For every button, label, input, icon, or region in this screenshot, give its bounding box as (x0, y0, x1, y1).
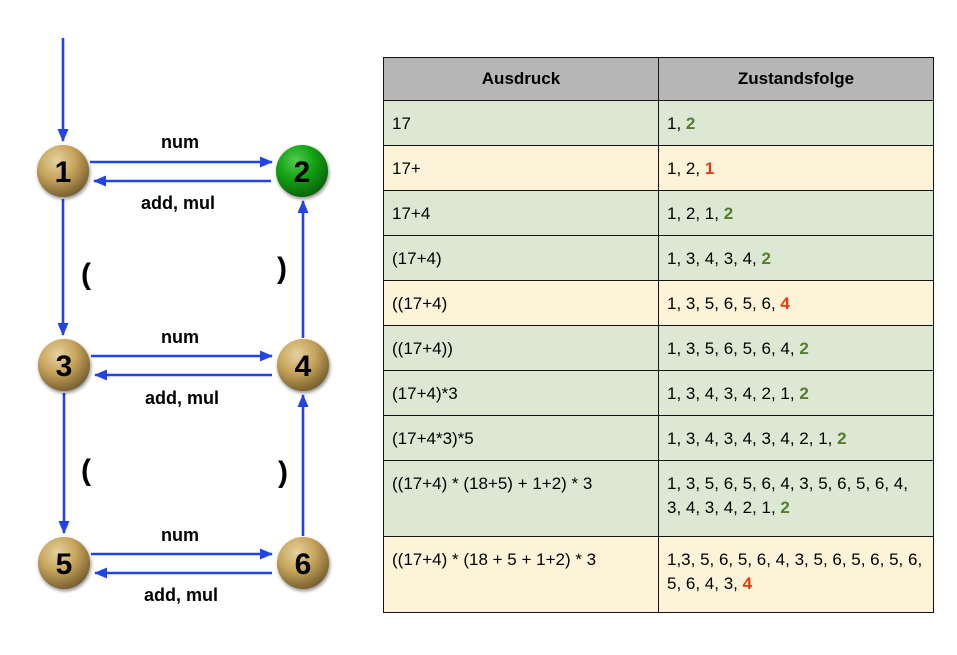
header-ausdruck: Ausdruck (383, 57, 659, 101)
edge-label-num-bottom: num (161, 525, 199, 545)
state-sequence-cell: 1, 2, 1, 2 (658, 190, 934, 236)
state-node-5 (38, 537, 90, 589)
expression-cell: 17 (383, 100, 659, 146)
state-label-2: 2 (294, 156, 311, 189)
state-node-6 (277, 537, 329, 589)
expression-cell: ((17+4) * (18 + 5 + 1+2) * 3 (383, 536, 659, 613)
sequence-prefix: 1, 3, 5, 6, 5, 6, (667, 294, 781, 313)
table-row: ((17+4))1, 3, 5, 6, 5, 6, 4, 2 (383, 325, 934, 371)
sequence-prefix: 1, 3, 4, 3, 4, 3, 4, 2, 1, (667, 429, 838, 448)
edge-label-open-lower: ( (81, 454, 91, 487)
state-sequence-cell: 1, 3, 5, 6, 5, 6, 4 (658, 280, 934, 326)
edge-label-addmul-middle: add, mul (145, 388, 219, 408)
sequence-prefix: 1, 3, 5, 6, 5, 6, 4, 3, 5, 6, 5, 6, 4, 3… (667, 474, 908, 518)
state-sequence-cell: 1, 2, 1 (658, 145, 934, 191)
final-state: 1 (704, 159, 715, 178)
table-row: (17+4)1, 3, 4, 3, 4, 2 (383, 235, 934, 281)
state-sequence-cell: 1, 3, 5, 6, 5, 6, 4, 3, 5, 6, 5, 6, 4, 3… (658, 460, 934, 537)
expression-cell: ((17+4) (383, 280, 659, 326)
final-state: 4 (742, 574, 753, 594)
expression-cell: ((17+4) * (18+5) + 1+2) * 3 (383, 460, 659, 537)
final-state: 2 (799, 384, 809, 403)
edge-label-addmul-top: add, mul (141, 193, 215, 213)
sequence-prefix: 1, 2, 1, (667, 204, 724, 223)
sequence-prefix: 1, 3, 5, 6, 5, 6, 4, (667, 339, 800, 358)
state-label-1: 1 (55, 156, 72, 189)
header-zustandsfolge: Zustandsfolge (658, 57, 934, 101)
final-state: 2 (685, 114, 696, 133)
expression-cell: (17+4*3)*5 (383, 415, 659, 461)
expression-cell: (17+4)*3 (383, 370, 659, 416)
expression-cell: 17+ (383, 145, 659, 191)
state-node-1 (37, 145, 89, 197)
table-row: ((17+4)1, 3, 5, 6, 5, 6, 4 (383, 280, 934, 326)
state-sequence-cell: 1, 3, 4, 3, 4, 2 (658, 235, 934, 281)
state-label-4: 4 (295, 350, 312, 383)
state-node-2 (276, 145, 328, 197)
final-state: 2 (837, 429, 847, 448)
final-state: 4 (780, 294, 790, 313)
edge-label-num-middle: num (161, 327, 199, 347)
state-label-5: 5 (56, 548, 73, 581)
state-sequence-cell: 1, 2 (658, 100, 934, 146)
sequence-prefix: 1, (667, 114, 686, 133)
sequence-prefix: 1, 2, (667, 159, 705, 178)
final-state: 2 (780, 498, 790, 518)
sequence-prefix: 1, 3, 4, 3, 4, 2, 1, (667, 384, 800, 403)
edge-label-addmul-bottom: add, mul (144, 585, 218, 605)
state-sequence-cell: 1, 3, 4, 3, 4, 3, 4, 2, 1, 2 (658, 415, 934, 461)
table-header-row: Ausdruck Zustandsfolge (383, 57, 934, 101)
state-sequence-cell: 1, 3, 5, 6, 5, 6, 4, 2 (658, 325, 934, 371)
state-node-3 (38, 339, 90, 391)
state-label-3: 3 (56, 350, 73, 383)
final-state: 2 (761, 249, 771, 268)
sequence-prefix: 1,3, 5, 6, 5, 6, 4, 3, 5, 6, 5, 6, 5, 6,… (667, 550, 923, 594)
edge-label-open-upper: ( (81, 258, 91, 291)
expression-cell: 17+4 (383, 190, 659, 236)
state-sequence-cell: 1,3, 5, 6, 5, 6, 4, 3, 5, 6, 5, 6, 5, 6,… (658, 536, 934, 613)
edge-label-close-lower: ) (278, 456, 288, 489)
edge-label-num-top: num (161, 132, 199, 152)
state-sequence-cell: 1, 3, 4, 3, 4, 2, 1, 2 (658, 370, 934, 416)
state-node-4 (277, 339, 329, 391)
sequence-prefix: 1, 3, 4, 3, 4, (667, 249, 762, 268)
final-state: 2 (723, 204, 734, 223)
state-machine-diagram: num add, mul ( ) num add, mul ( ) num ad… (37, 38, 329, 605)
expression-cell: ((17+4)) (383, 325, 659, 371)
state-label-6: 6 (295, 548, 312, 581)
table-row: 17+1, 2, 1 (383, 145, 934, 191)
final-state: 2 (799, 339, 809, 358)
edge-label-close-upper: ) (277, 252, 287, 285)
expression-cell: (17+4) (383, 235, 659, 281)
